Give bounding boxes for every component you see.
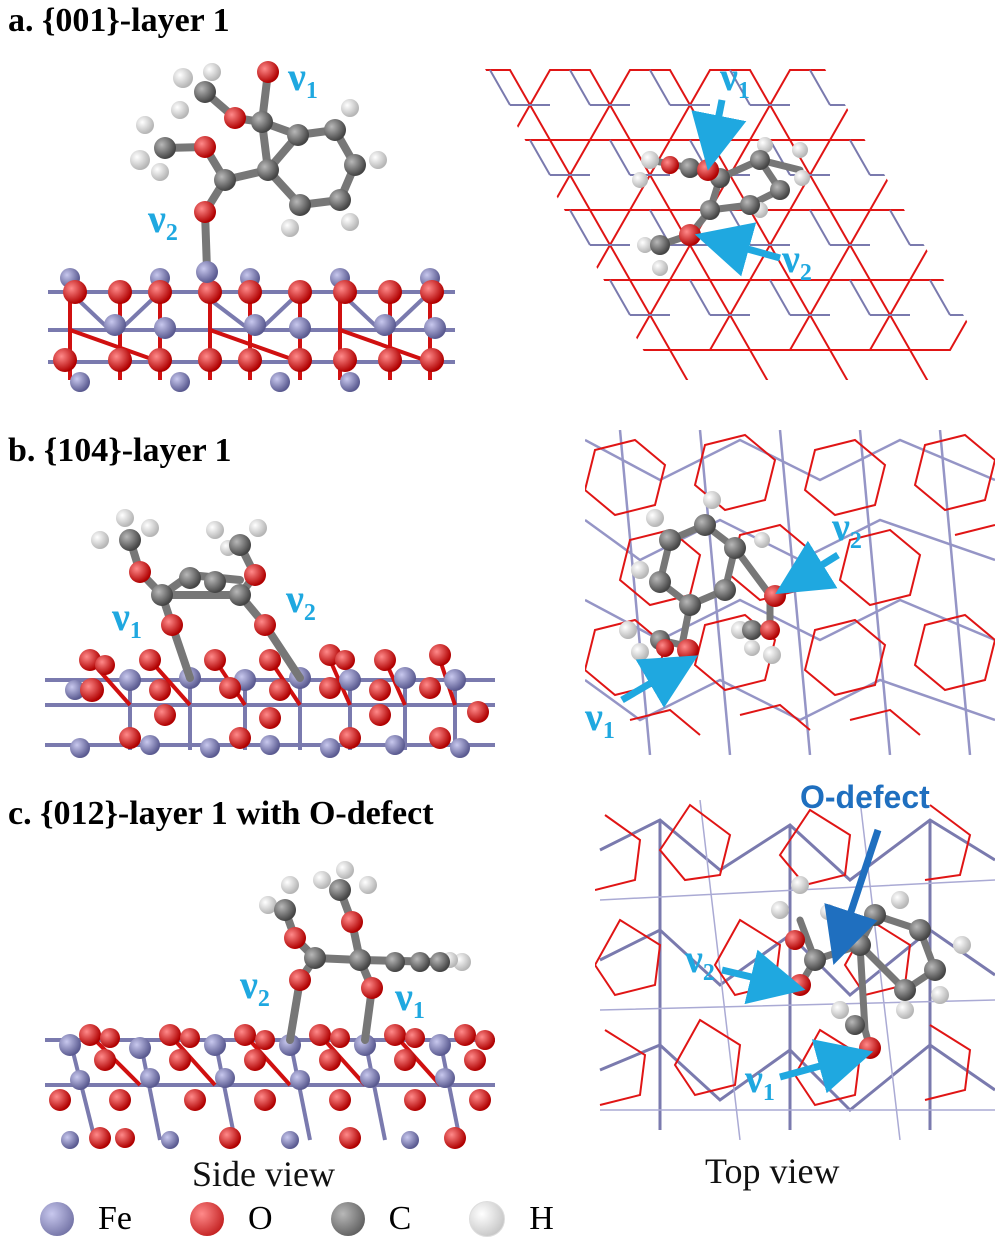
panel-b-side-v2-label: ν2: [285, 576, 316, 626]
legend-label-o: O: [248, 1200, 273, 1237]
top-view-caption: Top view: [705, 1151, 840, 1191]
h-atom-icon: [469, 1201, 506, 1237]
panel-a-top-v2-label: ν2: [781, 236, 812, 286]
panel-b-top-v1-label: ν1: [584, 694, 615, 744]
panel-b-title: b. {104}-layer 1: [8, 432, 232, 469]
panel-b-side-slab: [45, 644, 495, 758]
panel-b-side-molecule: [91, 509, 304, 682]
panel-c-top-v1-label: ν1: [744, 1056, 775, 1106]
panel-c-defect-arrow: [824, 828, 882, 965]
panel-a-side-v1-label: ν1: [287, 54, 318, 104]
panel-b-top-v2-label: ν2: [831, 504, 862, 554]
panel-a-top-v2-arrow: [694, 222, 781, 277]
o-atom-icon: [190, 1202, 224, 1236]
panel-c-title: c. {012}-layer 1 with O-defect: [8, 795, 434, 832]
panel-b-top-v2-arrow: [775, 540, 840, 595]
legend-label-c: C: [388, 1200, 412, 1237]
panel-b-top-v1-arrow: [620, 655, 699, 708]
panel-b-top-lattice: [585, 430, 995, 755]
panel-a-top-v1-label: ν1: [719, 54, 750, 104]
legend-item-fe: Fe: [40, 1200, 132, 1238]
panel-c-top-v2-label: ν2: [684, 936, 715, 986]
panel-c-side-molecule: [259, 861, 471, 1044]
panel-a-top-v1-arrow: [691, 99, 747, 171]
panel-a-side-v2-label: ν2: [147, 196, 178, 246]
panel-c-top-v2-arrow: [721, 949, 806, 1005]
legend-label-h: H: [529, 1200, 554, 1237]
legend-item-o: O: [190, 1200, 273, 1238]
atom-legend: Fe O C H: [40, 1200, 612, 1238]
legend-item-h: H: [469, 1200, 554, 1238]
panel-a-side-slab: [48, 268, 455, 392]
panel-c-side-v2-label: ν2: [239, 962, 270, 1012]
panel-b-side-v1-label: ν1: [111, 594, 142, 644]
c-atom-icon: [330, 1202, 365, 1236]
panel-c-side-v1-label: ν1: [394, 974, 425, 1024]
panel-a-side-molecule: [130, 61, 387, 283]
fe-atom-icon: [40, 1202, 74, 1236]
panel-c-side-slab: [45, 1024, 495, 1149]
side-view-caption: Side view: [192, 1154, 335, 1194]
panel-c-defect-label: O-defect: [800, 779, 930, 815]
legend-item-c: C: [330, 1200, 412, 1238]
panel-a-title: a. {001}-layer 1: [8, 2, 230, 39]
panel-c-top-v1-arrow: [779, 1039, 874, 1094]
legend-label-fe: Fe: [98, 1200, 132, 1237]
